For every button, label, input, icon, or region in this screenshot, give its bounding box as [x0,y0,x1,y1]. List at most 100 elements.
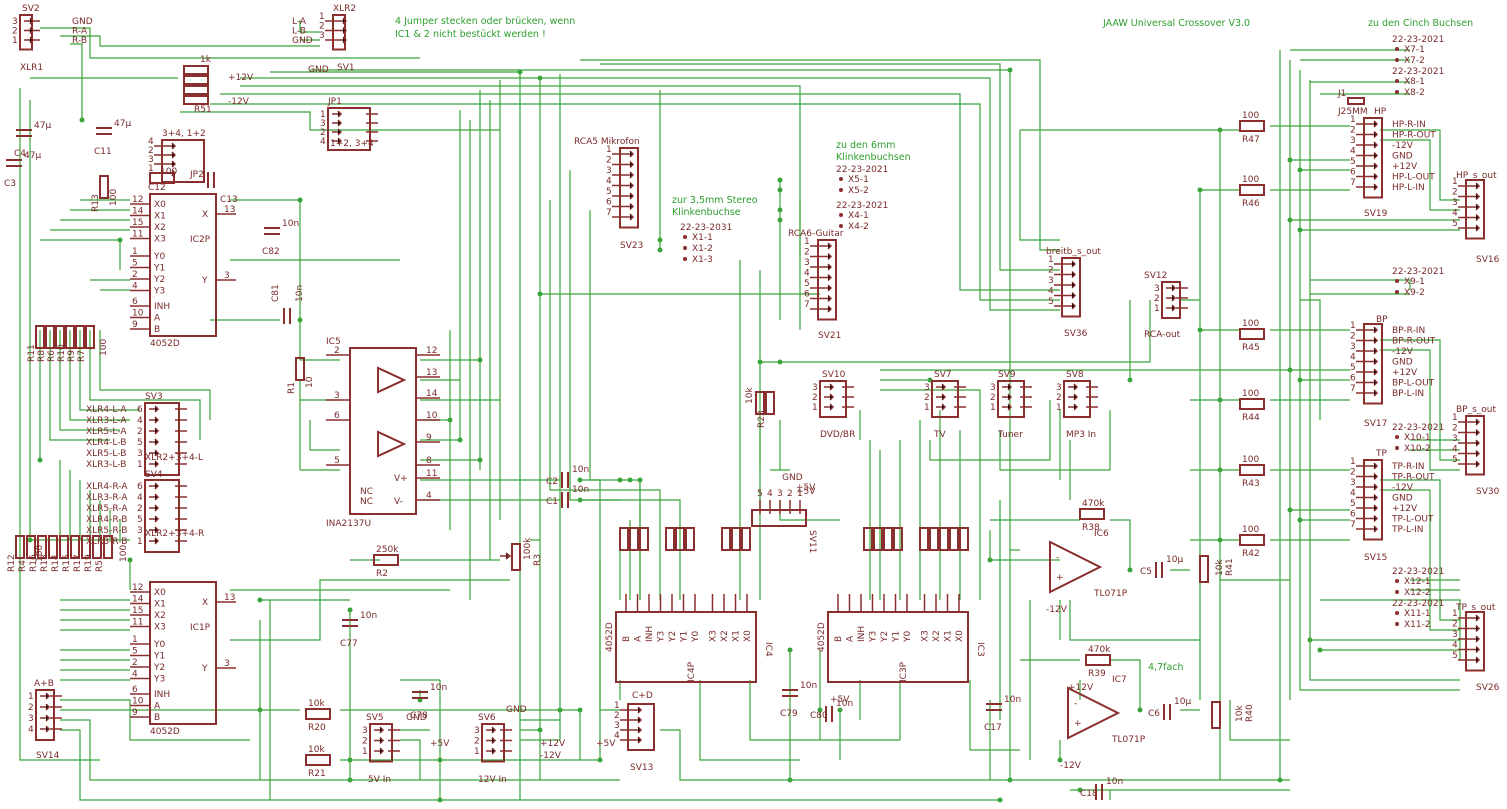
ic-pin-name: Y0 [153,252,165,262]
connector-body [1363,459,1383,541]
connector-contact [149,515,160,523]
stereo-note-line2: Klinkenbuchse [672,207,741,218]
connector-name: XLR2 [333,4,356,14]
ic-pin-number: 3 [334,391,340,401]
connector-contact [1368,493,1379,502]
resistor-r10: R10 [57,325,75,362]
resistor-bank-ic3 [949,527,959,551]
ic-body [615,611,757,683]
net-label-terminal [683,257,687,261]
resistor-bank-ic3 [893,527,903,551]
connector-contact [1368,162,1379,170]
connector-sub: RCA-out [1144,330,1181,340]
ic-pin-number: 9 [132,708,138,718]
resistor-value: 100 [1242,111,1259,121]
pin-number: 5 [137,438,143,448]
connector-contact [1166,304,1177,312]
connector-sub: XLR1 [20,63,43,73]
ic-pin-name: X1 [154,212,166,222]
connector-contact [149,493,160,501]
connector-contact [1470,224,1481,232]
signal-label: BP-R-OUT [1392,337,1436,347]
capacitor-value: 10n [430,683,447,693]
connector-contact [1368,525,1379,533]
pin-number: 1 [12,36,18,46]
resistor-body [305,754,331,766]
pin-number: 1 [1350,457,1356,467]
connector-contact [337,26,348,35]
connector-body [481,723,505,763]
signal-label: BP-R-IN [1392,326,1425,336]
connector-body [1061,257,1081,318]
resistor-label: R38 [1082,523,1100,533]
ic-pin-name: NC [360,497,373,507]
pin-number: 3 [137,526,143,536]
connector-contact [624,202,635,211]
capacitor-c81-value: 10n [295,285,305,302]
capacitor-label: C82 [262,247,280,257]
supply-label-p5: +5V [596,739,616,749]
ic-pin-name: V- [394,497,403,507]
connector-sub: RCA6-Guitar [788,229,844,239]
pin-number: 5 [137,515,143,525]
connector-contact [166,151,177,159]
pin-number: 7 [804,300,810,310]
resistor-bank-ic3 [873,527,883,551]
ic-pin-number: 4 [426,491,432,501]
ic-pin-number: 10 [426,411,438,421]
net-label-name: X4-2 [848,222,869,232]
connector-contact [40,703,51,711]
pin-number: 6 [137,482,143,492]
pin-number: 4 [1350,147,1356,157]
pin-number: 3 [474,726,480,736]
connector-sub: A+B [34,679,54,689]
capacitor-label: C78 [410,711,428,721]
resistor-value: 100 [1242,525,1259,535]
capacitor-label: C1 [546,497,558,507]
cinch-note: zu den Cinch Buchsen [1368,18,1473,29]
connector-contact [486,747,497,755]
resistor-body [1211,701,1221,729]
net-label-date: 22-23-2021 [1392,267,1444,277]
resistor-value: 1k [200,55,212,65]
pin-number: 3 [1350,342,1356,352]
signal-label: TP-R-IN [1391,462,1425,472]
capacitor-c78: C78 10n [410,683,447,721]
ic-pin-name: Y1 [680,631,690,643]
ic-pin-number: 9 [426,433,432,443]
signal-label: TP-L-OUT [1391,515,1434,525]
resistor-bank-ic4 [741,527,751,551]
ic-pin-number: 6 [132,297,138,307]
capacitor-value: 10n [1004,695,1021,705]
pin-number: 1 [990,403,996,413]
supply-label: +12V [228,73,254,83]
connector-contact [1066,270,1077,279]
ic-pin-name: X0 [743,630,753,642]
connector-contact [40,725,51,733]
net-label-name: X11-1 [1404,609,1431,619]
connector-contact [166,142,177,150]
pin-number: 1 [362,747,368,757]
connector-name: SV5 [366,713,384,723]
pin-number: 4 [137,493,143,503]
resistor-value: 10k [1235,705,1245,722]
pin-number: 2 [474,737,480,747]
ic-pin-name: X2 [154,611,166,621]
connector-body [161,139,205,183]
net-label-name: X7-1 [1404,45,1425,55]
connector-contact [149,526,160,534]
net-label-terminal [1395,579,1399,583]
pin-number: 1 [606,145,612,155]
